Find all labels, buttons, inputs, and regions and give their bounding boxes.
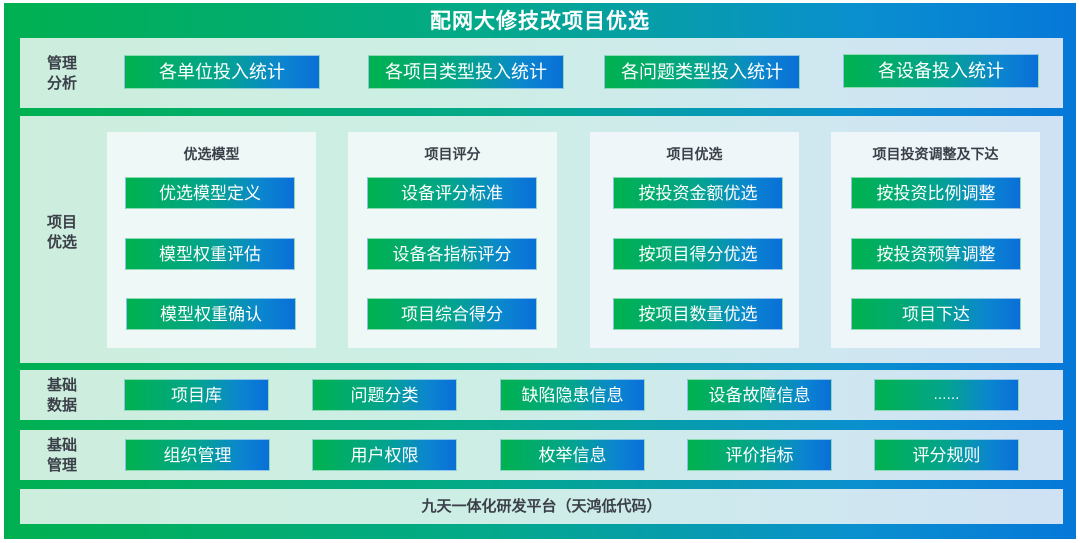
diagram-title: 配网大修技改项目优选: [430, 9, 650, 33]
model-weight-evaluation-button[interactable]: 模型权重评估: [125, 238, 295, 270]
problem-classification-button[interactable]: 问题分类: [312, 379, 457, 411]
organization-management-button[interactable]: 组织管理: [125, 439, 270, 471]
platform-text: 九天一体化研发平台（天鸿低代码）: [421, 497, 662, 515]
card-title: 项目评分: [424, 147, 481, 163]
project-type-investment-stats-button[interactable]: 各项目类型投入统计: [368, 55, 564, 89]
equipment-scoring-standard-button[interactable]: 设备评分标准: [367, 177, 537, 209]
project-selection-label: 项目 优选: [40, 212, 84, 252]
adjust-by-ratio-button[interactable]: 按投资比例调整: [851, 177, 1021, 209]
management-analysis-label: 管理 分析: [40, 53, 84, 93]
enum-info-button[interactable]: 枚举信息: [500, 439, 645, 471]
problem-type-investment-stats-button[interactable]: 各问题类型投入统计: [604, 55, 800, 89]
card-title: 优选模型: [183, 147, 240, 163]
label-line: 分析: [46, 74, 77, 92]
select-by-score-button[interactable]: 按项目得分优选: [613, 238, 783, 270]
card-project-selection: 项目优选 按投资金额优选 按项目得分优选 按项目数量优选: [590, 132, 799, 348]
card-title: 项目优选: [666, 147, 723, 163]
project-library-button[interactable]: 项目库: [124, 379, 269, 411]
basic-management-panel: 基础 管理 组织管理 用户权限 枚举信息 评价指标 评分规则: [20, 430, 1063, 480]
project-issue-button[interactable]: 项目下达: [851, 298, 1021, 330]
project-composite-score-button[interactable]: 项目综合得分: [367, 298, 537, 330]
basic-data-label: 基础 数据: [40, 375, 84, 415]
platform-panel: 九天一体化研发平台（天鸿低代码）: [20, 489, 1063, 524]
equipment-fault-info-button[interactable]: 设备故障信息: [687, 379, 832, 411]
label-line: 数据: [46, 396, 77, 414]
label-line: 管理: [46, 54, 77, 72]
management-analysis-panel: 管理 分析 各单位投入统计 各项目类型投入统计 各问题类型投入统计 各设备投入统…: [20, 38, 1063, 108]
select-by-count-button[interactable]: 按项目数量优选: [613, 298, 783, 330]
label-line: 管理: [46, 456, 77, 474]
label-line: 基础: [46, 436, 77, 454]
user-permissions-button[interactable]: 用户权限: [312, 439, 457, 471]
label-line: 基础: [46, 376, 77, 394]
basic-data-panel: 基础 数据 项目库 问题分类 缺陷隐患信息 设备故障信息 ……: [20, 370, 1063, 420]
project-selection-panel: 项目 优选 优选模型 优选模型定义 模型权重评估 模型权重确认 项目评分 设备评…: [20, 116, 1063, 363]
equipment-investment-stats-button[interactable]: 各设备投入统计: [843, 54, 1039, 88]
unit-investment-stats-button[interactable]: 各单位投入统计: [124, 55, 320, 89]
equipment-indicator-scoring-button[interactable]: 设备各指标评分: [367, 238, 537, 270]
card-project-scoring: 项目评分 设备评分标准 设备各指标评分 项目综合得分: [348, 132, 557, 348]
model-definition-button[interactable]: 优选模型定义: [125, 177, 295, 209]
scoring-rules-button[interactable]: 评分规则: [874, 439, 1019, 471]
evaluation-indicator-button[interactable]: 评价指标: [687, 439, 832, 471]
architecture-frame: 配网大修技改项目优选 管理 分析 各单位投入统计 各项目类型投入统计 各问题类型…: [4, 3, 1076, 539]
basic-management-label: 基础 管理: [40, 435, 84, 475]
label-line: 优选: [46, 233, 77, 251]
model-weight-confirmation-button[interactable]: 模型权重确认: [126, 298, 296, 330]
defect-hazard-info-button[interactable]: 缺陷隐患信息: [500, 379, 645, 411]
card-title: 项目投资调整及下达: [872, 147, 999, 163]
label-line: 项目: [46, 213, 77, 231]
more-button[interactable]: ……: [874, 379, 1019, 411]
adjust-by-budget-button[interactable]: 按投资预算调整: [851, 238, 1021, 270]
card-selection-model: 优选模型 优选模型定义 模型权重评估 模型权重确认: [107, 132, 316, 348]
select-by-investment-button[interactable]: 按投资金额优选: [613, 177, 783, 209]
card-investment-adjustment: 项目投资调整及下达 按投资比例调整 按投资预算调整 项目下达: [831, 132, 1040, 348]
